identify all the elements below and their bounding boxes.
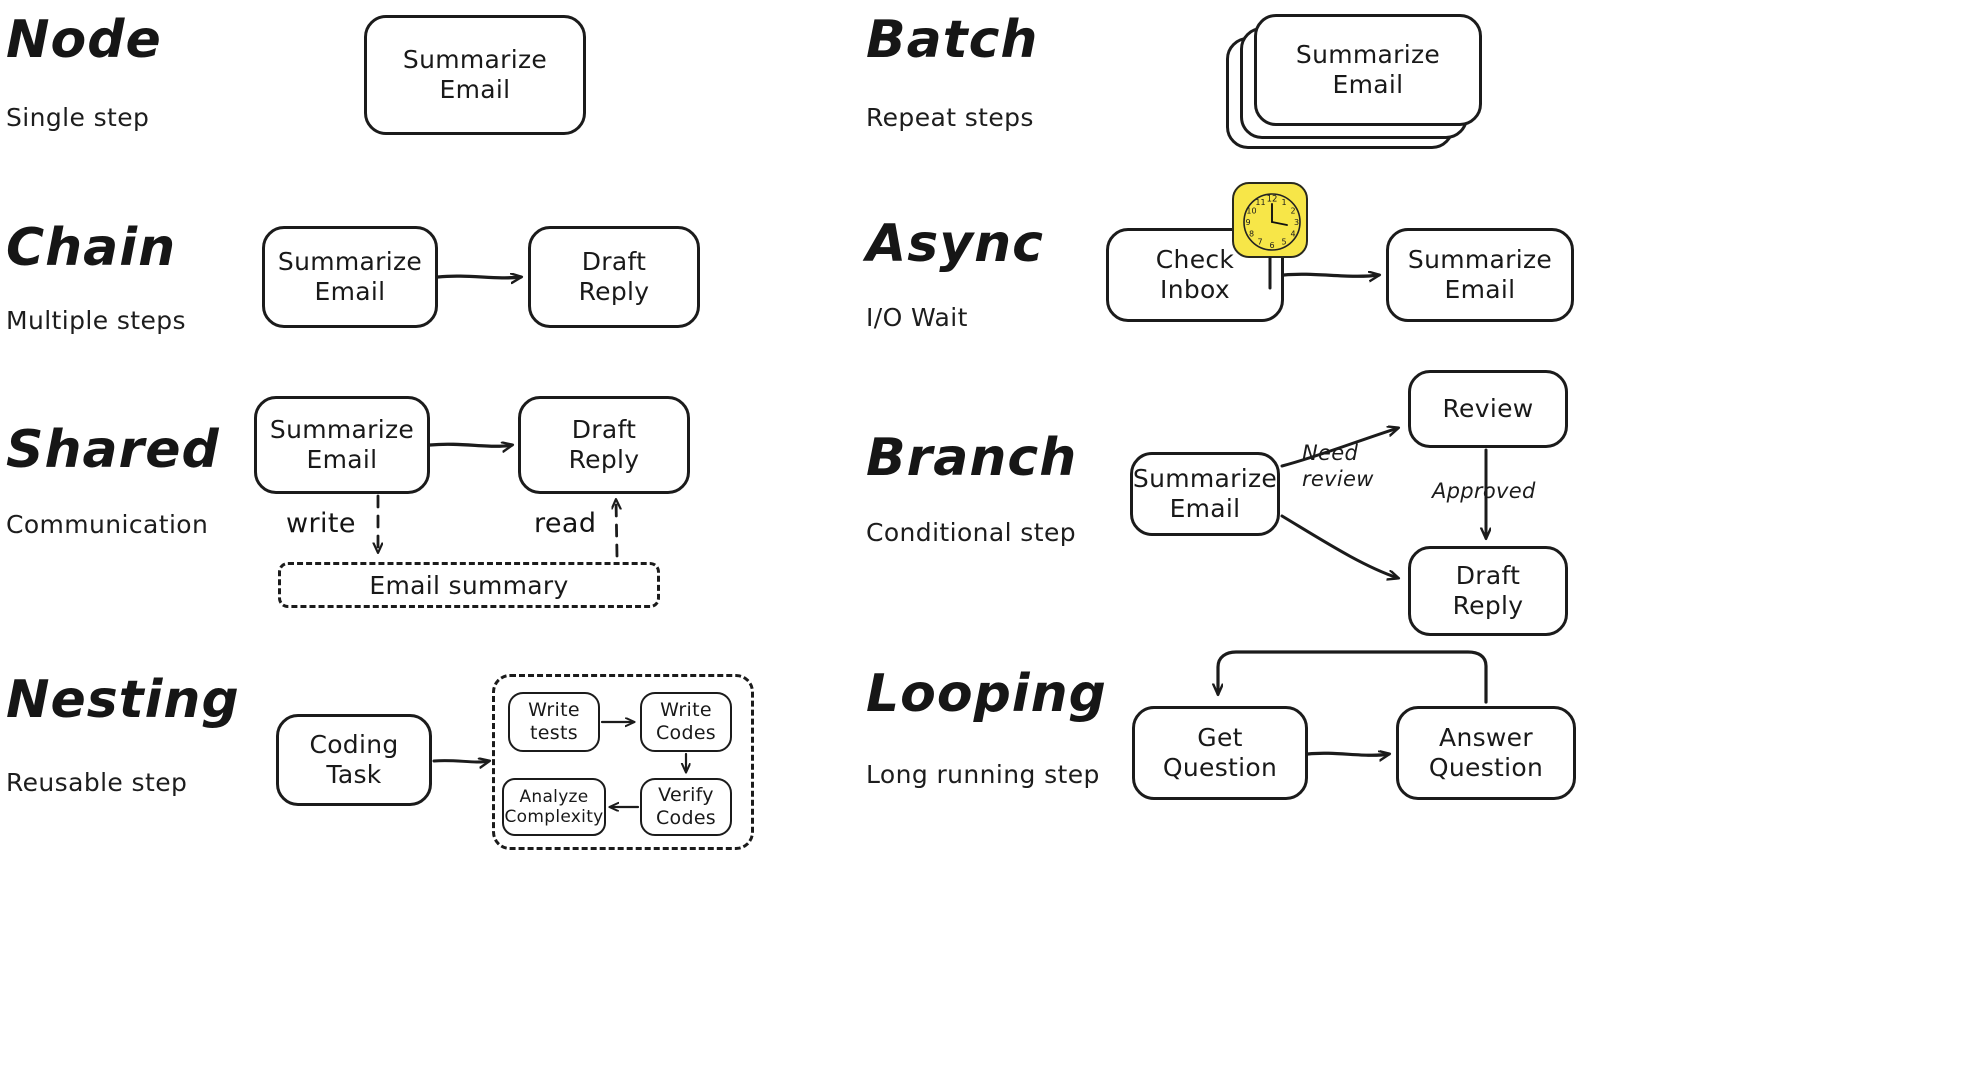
svg-text:11: 11 [1255,198,1265,207]
node-label: Get Question [1162,722,1278,783]
node-label: Draft Reply [568,414,640,475]
batch-card-front-summarize-email[interactable]: Summarize Email [1254,14,1482,126]
section-title-nesting: Nesting [6,670,240,730]
section-title-async: Async [866,214,1044,274]
edge-nesting-task-to-group [432,761,489,762]
node-label: Summarize Email [1295,39,1441,100]
node-write-tests[interactable]: Write tests [508,692,600,752]
section-subtitle-chain: Multiple steps [6,306,186,335]
section-title-shared: Shared [6,420,220,480]
clock-icon: 12 1 2 3 4 5 6 7 8 9 10 11 [1232,182,1308,258]
node-summarize-email[interactable]: Summarize Email [262,226,438,328]
node-summarize-email[interactable]: Summarize Email [1386,228,1574,322]
edge-async-check-to-summarize [1282,274,1379,276]
svg-text:2: 2 [1290,207,1295,216]
node-label: Summarize Email [277,246,423,307]
node-label: Analyze Complexity [504,786,604,827]
svg-text:12: 12 [1267,195,1278,205]
clock-face: 12 1 2 3 4 5 6 7 8 9 10 11 [1243,193,1301,251]
node-analyze-complexity[interactable]: Analyze Complexity [502,778,606,836]
section-subtitle-batch: Repeat steps [866,103,1034,132]
svg-text:9: 9 [1245,218,1250,227]
section-title-batch: Batch [866,10,1039,70]
node-summarize-email[interactable]: Summarize Email [254,396,430,494]
section-subtitle-async: I/O Wait [866,303,968,332]
nesting-subflow-group [492,674,754,850]
section-title-node: Node [6,10,162,70]
node-review[interactable]: Review [1408,370,1568,448]
svg-text:6: 6 [1269,241,1274,250]
section-subtitle-looping: Long running step [866,760,1100,789]
node-label: Write Codes [655,699,717,744]
edge-label-approved: Approved [1432,479,1536,503]
svg-text:3: 3 [1294,218,1299,227]
section-subtitle-branch: Conditional step [866,518,1076,547]
node-label: Summarize Email [1132,463,1278,524]
edge-label-line1: Need review [1302,441,1374,492]
node-draft-reply[interactable]: Draft Reply [1408,546,1568,636]
shared-store-email-summary[interactable]: Email summary [278,562,660,608]
node-answer-question[interactable]: Answer Question [1396,706,1576,800]
node-label: Verify Codes [655,784,717,829]
node-summarize-email[interactable]: Summarize Email [364,15,586,135]
node-label: Review [1442,393,1534,423]
node-verify-codes[interactable]: Verify Codes [640,778,732,836]
edge-shared-summarize-to-draft [428,444,512,446]
shared-store-label: Email summary [369,570,569,600]
node-coding-task[interactable]: Coding Task [276,714,432,806]
node-summarize-email[interactable]: Summarize Email [1130,452,1280,536]
node-write-codes[interactable]: Write Codes [640,692,732,752]
node-label: Check Inbox [1155,244,1235,305]
svg-text:8: 8 [1249,230,1254,239]
edge-loop-get-to-answer [1306,753,1389,755]
section-subtitle-nesting: Reusable step [6,768,188,797]
svg-text:10: 10 [1246,207,1256,216]
node-get-question[interactable]: Get Question [1132,706,1308,800]
section-title-branch: Branch [866,428,1078,488]
edge-label-need-review: Need review [1302,440,1374,493]
edge-chain-summarize-to-draft [436,276,521,278]
node-draft-reply[interactable]: Draft Reply [528,226,700,328]
svg-text:5: 5 [1281,238,1286,247]
node-label: Draft Reply [1452,560,1524,621]
edge-label-write: write [286,508,356,539]
node-label: Summarize Email [402,44,548,105]
edge-loop-answer-back-to-get [1218,650,1488,704]
edge-shared-read [616,500,617,558]
section-subtitle-shared: Communication [6,510,209,539]
node-check-inbox[interactable]: Check Inbox [1106,228,1284,322]
section-title-chain: Chain [6,218,177,278]
node-draft-reply[interactable]: Draft Reply [518,396,690,494]
node-label: Summarize Email [1407,244,1553,305]
edge-label-read: read [534,508,597,539]
section-subtitle-node: Single step [6,103,150,132]
node-label: Summarize Email [269,414,415,475]
svg-text:7: 7 [1257,238,1262,247]
node-label: Answer Question [1428,722,1544,783]
svg-text:1: 1 [1281,198,1286,207]
section-title-looping: Looping [866,664,1107,724]
svg-text:4: 4 [1290,230,1295,239]
node-label: Coding Task [309,729,399,790]
node-label: Draft Reply [578,246,650,307]
edge-branch-summarize-to-draft [1280,514,1398,578]
node-label: Write tests [528,699,580,744]
